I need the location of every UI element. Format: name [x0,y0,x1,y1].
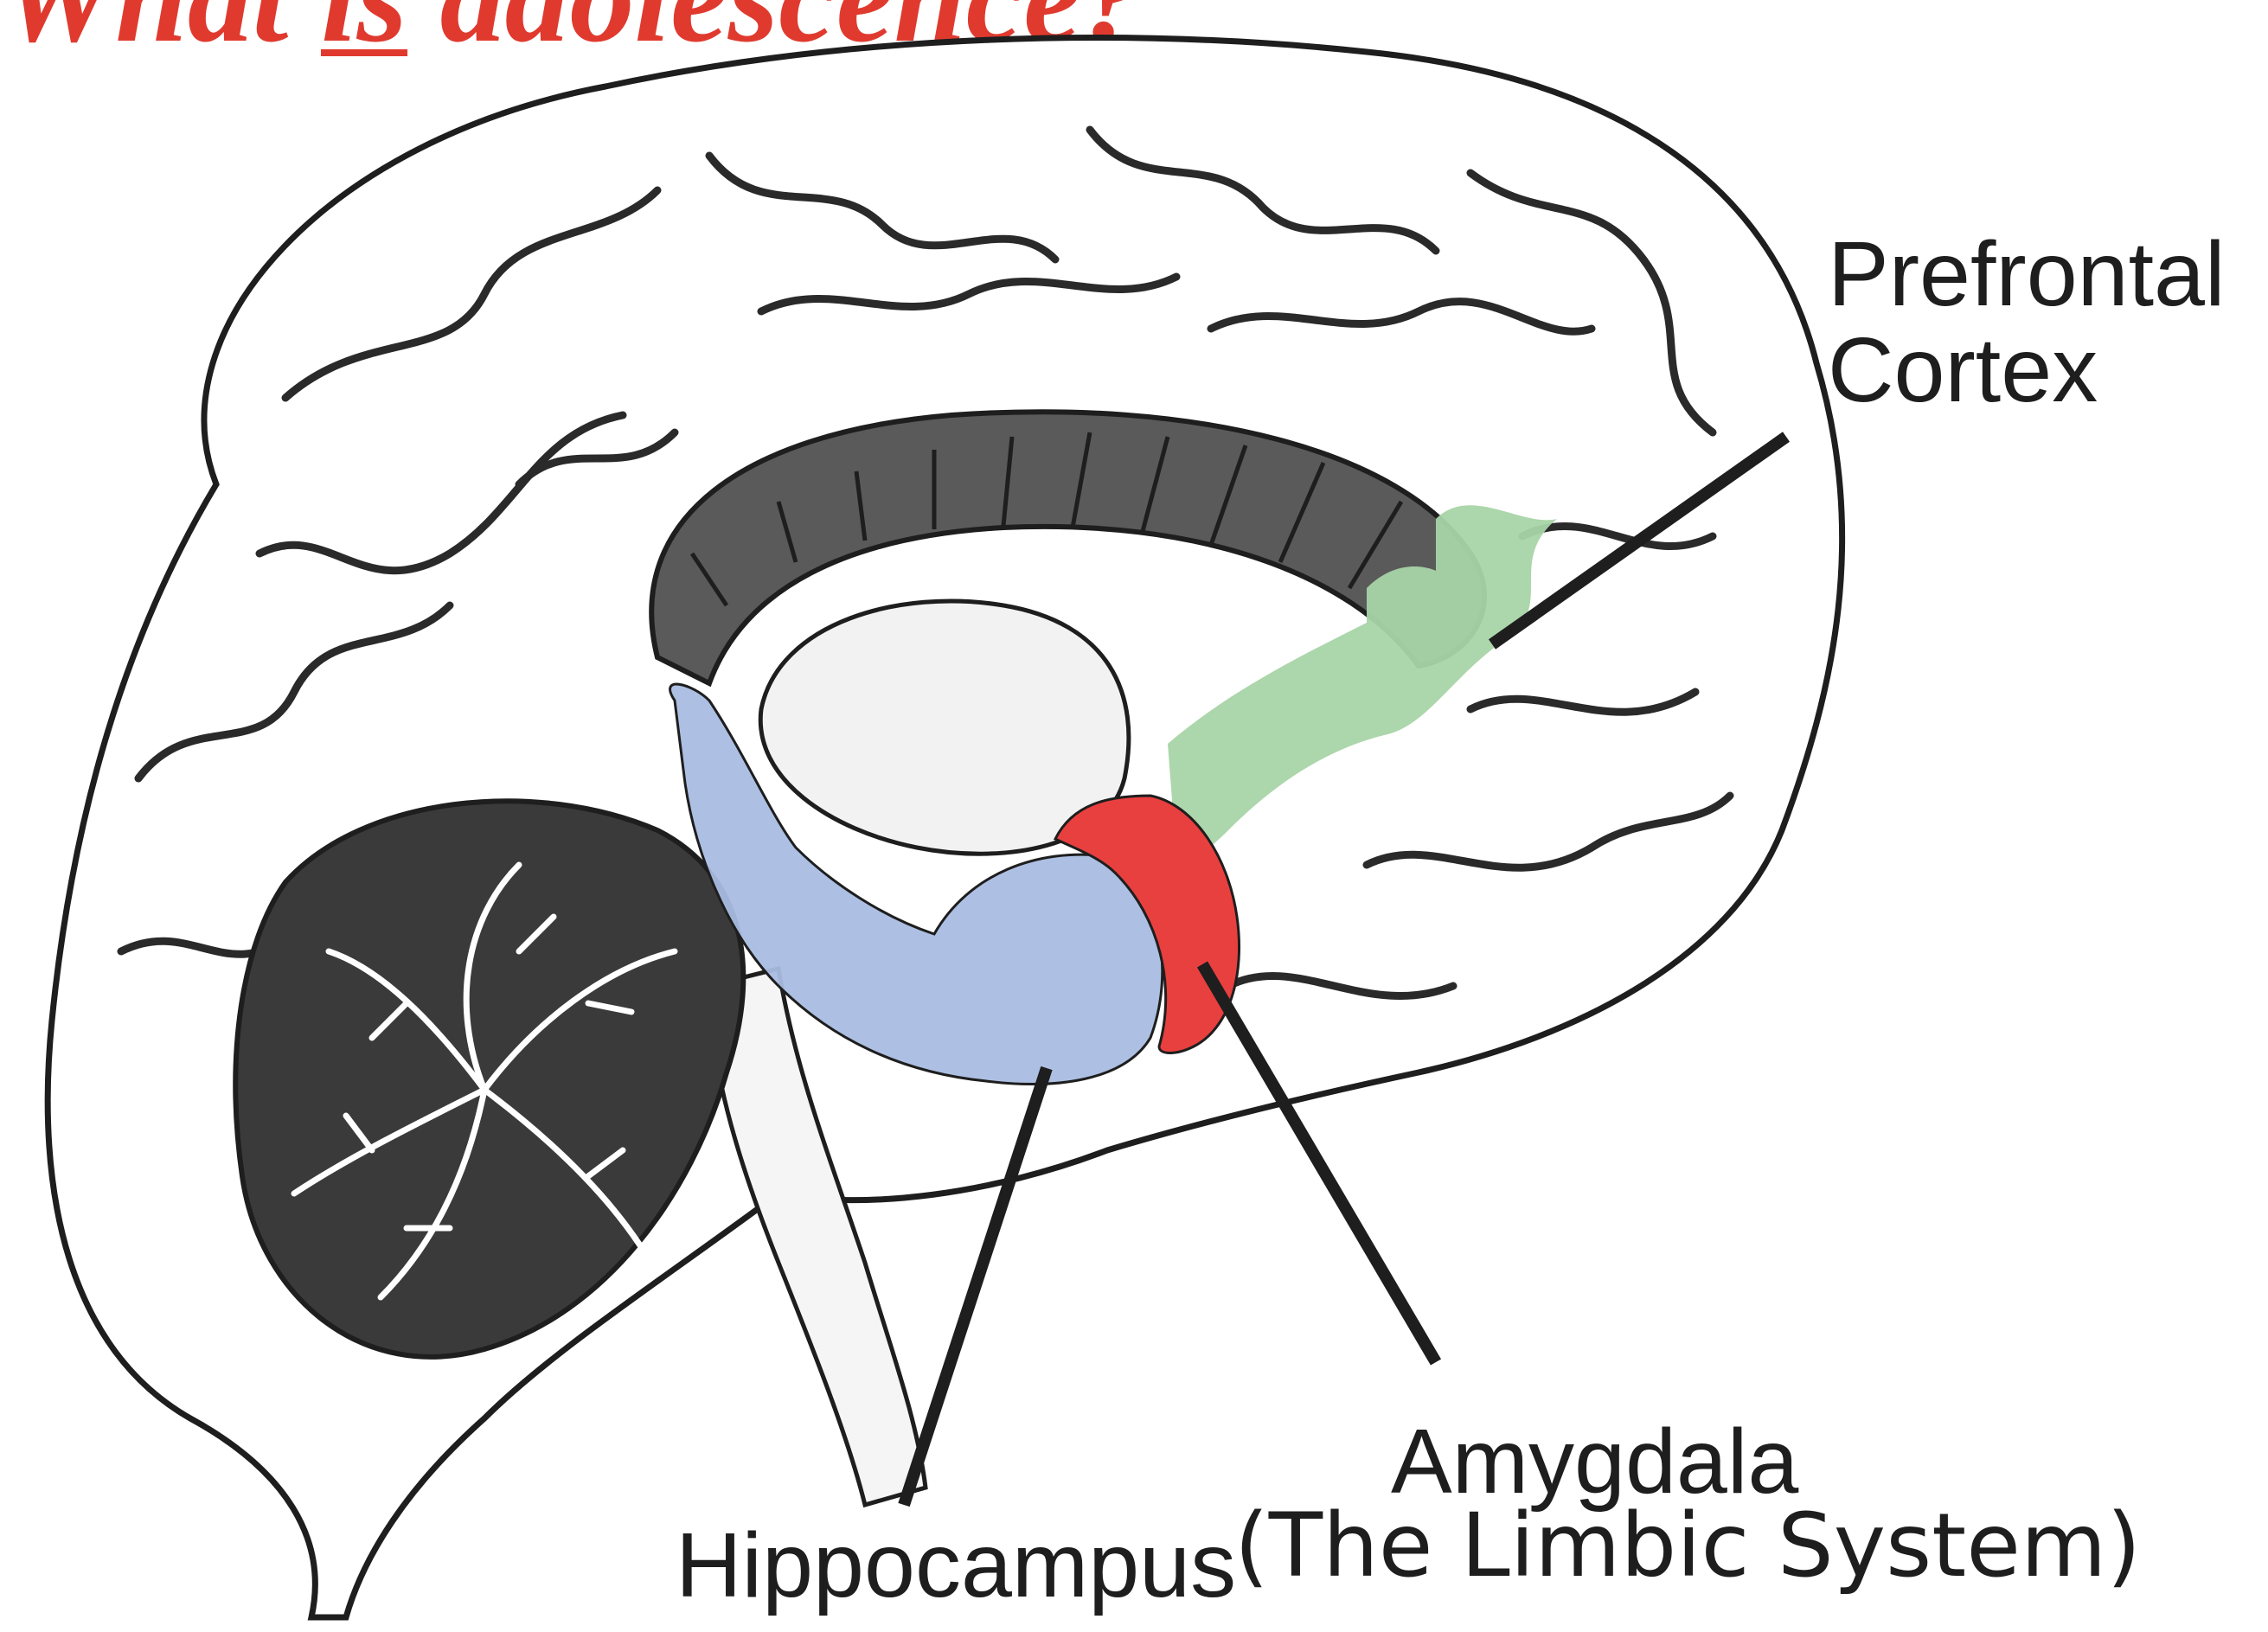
label-prefrontal-line2: Cortex [1828,323,2226,419]
label-limbic-system: (The Limbic System) [1234,1500,2141,1592]
label-hippocampus: Hippocampus [676,1518,1236,1614]
label-prefrontal-cortex: Prefrontal Cortex [1828,227,2226,419]
label-prefrontal-line1: Prefrontal [1828,227,2226,323]
